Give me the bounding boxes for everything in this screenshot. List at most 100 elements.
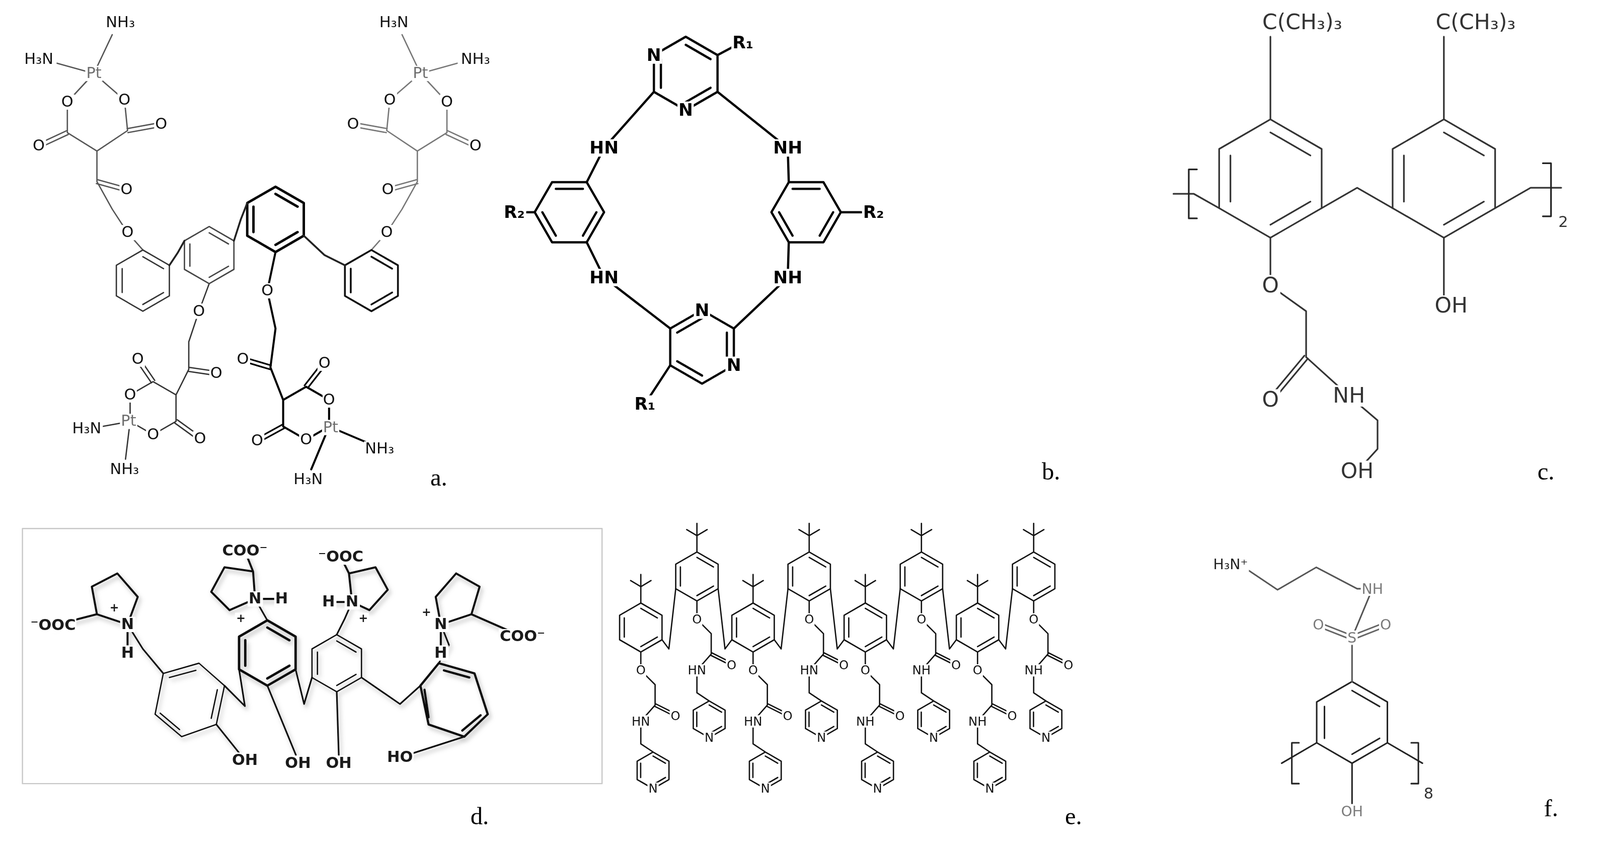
double-bonds <box>352 122 477 192</box>
atom-label: HO <box>386 749 414 765</box>
atom-label: O <box>782 710 794 723</box>
polymer-brackets <box>1188 163 1552 218</box>
benzene-ring <box>239 620 296 687</box>
atom-label: O <box>209 365 224 382</box>
methylene-bridges <box>661 588 1013 650</box>
atom-label: O <box>122 387 137 403</box>
bond-lines <box>127 598 465 756</box>
atom-label: NH <box>967 715 988 728</box>
atom-label: O <box>260 283 275 299</box>
atom-label: HN <box>588 139 620 157</box>
atom-label: O <box>468 138 483 154</box>
atom-label: O <box>380 182 395 198</box>
atom-label: N <box>703 731 715 744</box>
atom-label: H <box>274 591 290 607</box>
atom-label: OH <box>324 755 353 771</box>
benzene-ring <box>534 182 604 243</box>
atom-label: H₃N <box>70 420 103 436</box>
pyrimidine-ring <box>653 36 718 111</box>
atom-label: HN <box>630 715 652 728</box>
atom-label: O <box>1311 617 1325 632</box>
benzene-ring <box>312 634 362 693</box>
atom-label: O <box>345 116 360 132</box>
atom-label: HN <box>686 664 708 677</box>
atom-label: O <box>379 224 394 241</box>
pyrimidine-ring <box>670 310 734 384</box>
atom-label: ⁻OOC <box>317 549 365 565</box>
atom-label: O <box>154 116 169 132</box>
atom-label: O <box>1062 659 1075 672</box>
atom-label: N <box>928 731 940 744</box>
atom-label: Pt <box>85 65 103 82</box>
atom-label: COO⁻ <box>498 629 547 645</box>
atom-label: H₃N⁺ <box>1212 557 1250 572</box>
charge-sign: + <box>420 606 433 618</box>
panel-frame <box>22 528 603 784</box>
atom-label: N <box>1040 731 1052 744</box>
atom-label: NH <box>910 664 932 677</box>
atom-label: OH <box>231 752 259 768</box>
atom-label: O <box>236 351 251 367</box>
atom-label: O <box>803 613 815 626</box>
atom-label: O <box>382 92 397 108</box>
atom-label: O <box>250 433 265 449</box>
atom-label: N <box>677 101 695 119</box>
aryl-unit <box>619 574 676 789</box>
bond-lines <box>1173 36 1562 472</box>
atom-label: N <box>725 356 743 374</box>
atom-label: NH <box>855 715 876 728</box>
atom-label: NH₃ <box>108 461 140 477</box>
sulfonamide-calixarene <box>1247 567 1423 812</box>
atom-label: O <box>1260 389 1280 411</box>
atom-label: H₃N <box>292 472 324 488</box>
atom-label: O <box>859 664 872 677</box>
atom-label: O <box>1379 617 1393 632</box>
atom-label: S <box>1346 630 1358 645</box>
panel-letter: f. <box>1542 795 1559 821</box>
benzene-ring <box>247 186 304 253</box>
aryl-unit <box>1012 523 1070 738</box>
charge-sign: + <box>357 613 369 625</box>
atom-label: O <box>117 92 132 108</box>
atom-label: R₁ <box>633 395 657 413</box>
atom-label: O <box>120 224 135 241</box>
atom-label: N <box>344 594 360 610</box>
atom-label: OH <box>1433 295 1470 318</box>
atom-label: O <box>691 613 703 626</box>
atom-label: O <box>894 710 906 723</box>
atom-label: O <box>298 432 314 448</box>
proline-calixarene <box>52 551 523 757</box>
atom-label: O <box>192 431 207 447</box>
panel-letter: e. <box>1063 804 1084 829</box>
benzene-ring <box>1392 119 1496 238</box>
atom-label: OH <box>283 755 312 771</box>
atom-label: COO⁻ <box>221 543 269 559</box>
charge-sign: + <box>108 602 121 614</box>
atom-label: O <box>439 94 454 110</box>
atom-label: O <box>1006 710 1019 723</box>
atom-label: HN <box>742 715 764 728</box>
aryl-unit <box>731 574 789 789</box>
atom-label: N <box>247 591 263 607</box>
aryl-unit <box>900 523 957 738</box>
atom-label: NH₃ <box>104 14 136 30</box>
benzene-ring <box>155 663 225 737</box>
atom-label: H <box>321 594 337 610</box>
atom-label: O <box>747 664 759 677</box>
atom-label: Pt <box>322 419 340 435</box>
atom-label: NH <box>772 268 804 286</box>
bond-lines <box>514 45 874 405</box>
benzene-ring <box>344 250 398 312</box>
atom-label: O <box>191 303 206 319</box>
charge-sign: + <box>235 613 247 625</box>
methylene-bridges <box>169 202 346 266</box>
atom-label: N <box>983 782 996 795</box>
bond-lines <box>267 252 373 470</box>
atom-label: H₃N <box>23 51 55 67</box>
polymer-brackets <box>1291 742 1419 784</box>
aryl-unit <box>675 523 733 738</box>
atom-label: O <box>669 710 682 723</box>
atom-label: R₂ <box>862 203 886 221</box>
panel-letter: a. <box>429 465 449 491</box>
